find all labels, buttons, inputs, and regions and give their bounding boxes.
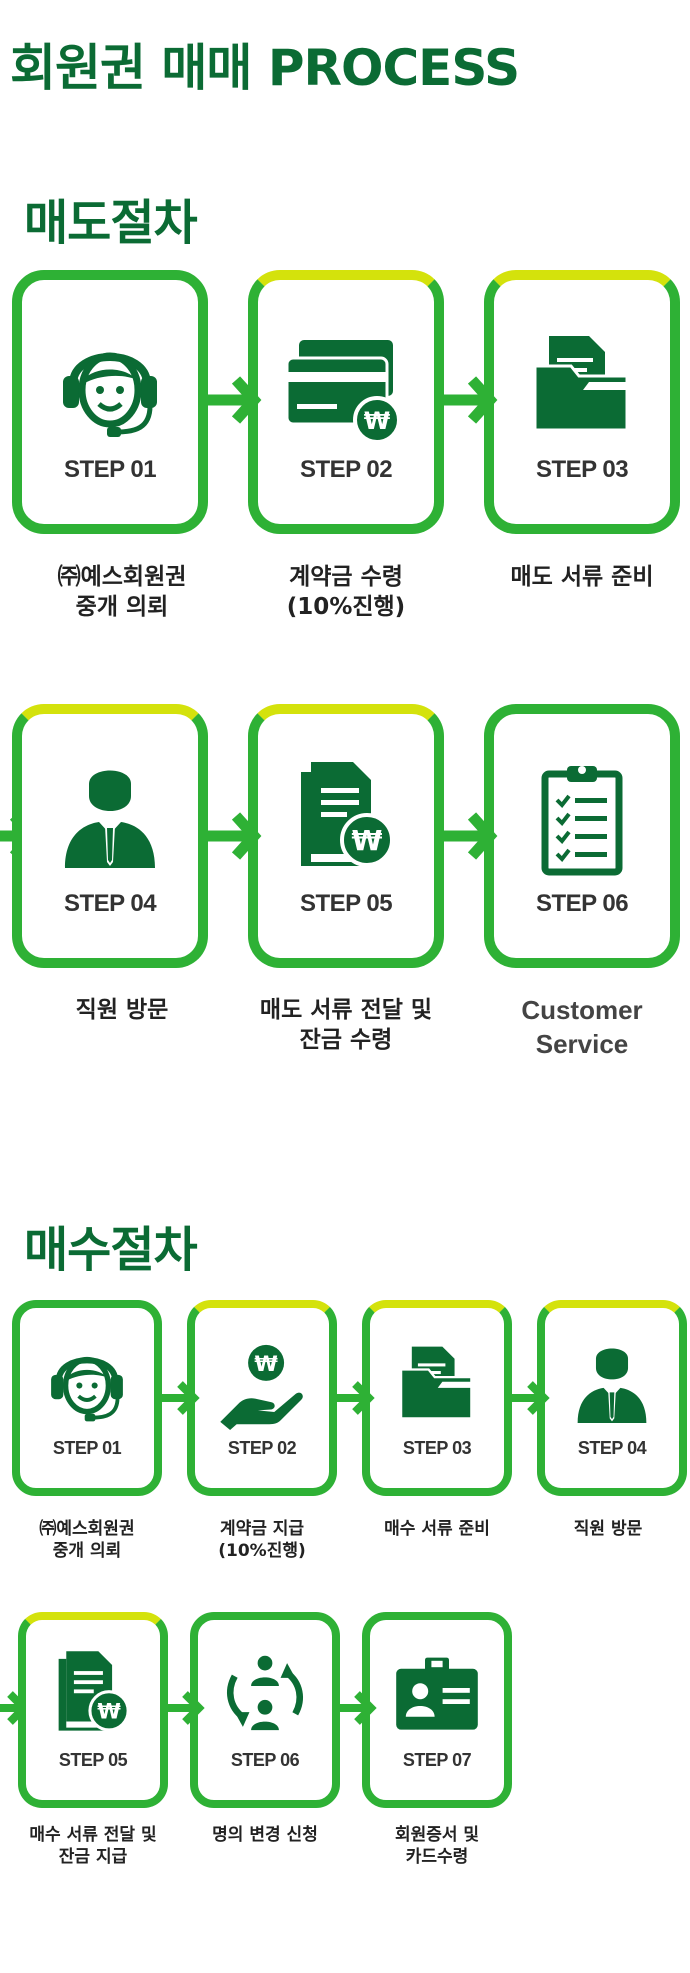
arrow-right-icon (444, 376, 498, 424)
svg-text:₩: ₩ (352, 824, 383, 857)
caption-line: 매도 서류 준비 (510, 564, 654, 590)
headset-agent-icon (63, 352, 157, 437)
sell-step-01-card: STEP 01 (12, 270, 208, 534)
step-label: STEP 02 (227, 1438, 297, 1458)
folder-documents-icon (399, 1346, 473, 1420)
sell-step-02-card: ₩ STEP 02 (248, 270, 444, 534)
step-caption: 회원증서 및 카드수령 (352, 1824, 522, 1868)
caption-line: 매수 서류 준비 (384, 1519, 490, 1539)
step-caption: Customer Service (472, 994, 690, 1062)
step-label: STEP 05 (58, 1750, 128, 1770)
buy-step-01-card: STEP 01 (12, 1300, 162, 1496)
caption-line: 직원 방문 (573, 1519, 643, 1539)
caption-line: Customer (521, 995, 643, 1025)
caption-line: 계약금 수령 (289, 564, 403, 590)
caption-line: 회원증서 및 (394, 1825, 480, 1845)
caption-line: 매수 서류 전달 및 (29, 1825, 157, 1845)
step-caption: 직원 방문 (527, 1518, 689, 1540)
buy-step-05-card: ₩ STEP 05 (18, 1612, 168, 1808)
page-title: 회원권 매매 PROCESS (10, 39, 520, 97)
clipboard-checklist-icon (541, 766, 623, 876)
svg-text:₩: ₩ (364, 407, 391, 435)
step-label: STEP 05 (299, 890, 393, 917)
step-caption: 매도 서류 전달 및 잔금 수령 (236, 996, 456, 1056)
caption-line: 명의 변경 신청 (212, 1825, 318, 1845)
staff-person-icon (577, 1348, 647, 1423)
caption-line: 계약금 지급 (219, 1519, 305, 1539)
sell-step-03-card: STEP 03 (484, 270, 680, 534)
caption-line: ㈜예스회원권 (57, 564, 187, 590)
people-exchange-icon (227, 1655, 303, 1731)
sell-step-04-card: STEP 04 (12, 704, 208, 968)
arrow-right-icon (510, 1381, 550, 1415)
step-label: STEP 06 (535, 890, 629, 917)
caption-line: 중개 의뢰 (75, 593, 169, 620)
buy-step-06-card: STEP 06 (190, 1612, 340, 1808)
buy-section-title: 매수절차 (24, 1222, 198, 1278)
step-caption: 매수 서류 준비 (352, 1518, 522, 1540)
caption-line: 잔금 지급 (58, 1847, 128, 1868)
step-caption: ㈜예스회원권 중개 의뢰 (12, 563, 232, 623)
step-label: STEP 07 (402, 1750, 472, 1770)
step-caption: 명의 변경 신청 (180, 1824, 350, 1846)
svg-text:₩: ₩ (97, 1699, 121, 1724)
hand-coin-won-icon: ₩ (220, 1344, 303, 1430)
buy-step-03-card: STEP 03 (362, 1300, 512, 1496)
caption-line: 직원 방문 (75, 997, 169, 1023)
buy-step-07-card: STEP 07 (362, 1612, 512, 1808)
step-label: STEP 04 (63, 890, 157, 917)
step-caption: 계약금 지급 (10%진행) (177, 1518, 347, 1562)
caption-line: (10%진행) (286, 593, 406, 620)
caption-line: ㈜예스회원권 (39, 1519, 135, 1539)
caption-line: (10%진행) (218, 1541, 306, 1562)
step-caption: 매도 서류 준비 (472, 563, 690, 593)
arrow-right-icon (337, 1691, 377, 1725)
step-caption: ㈜예스회원권 중개 의뢰 (2, 1518, 172, 1562)
arrow-right-icon (335, 1381, 375, 1415)
arrow-right-icon (160, 1381, 200, 1415)
step-caption: 매수 서류 전달 및 잔금 지급 (8, 1824, 178, 1868)
sell-step-05-card: ₩ STEP 05 (248, 704, 444, 968)
arrow-right-icon (208, 376, 262, 424)
sell-section-title: 매도절차 (24, 195, 198, 251)
caption-line: Service (535, 1028, 629, 1059)
step-label: STEP 02 (299, 456, 393, 483)
arrow-right-icon (444, 812, 498, 860)
step-caption: 직원 방문 (12, 996, 232, 1026)
svg-text:₩: ₩ (254, 1352, 278, 1377)
step-label: STEP 04 (577, 1438, 647, 1458)
step-label: STEP 01 (52, 1438, 122, 1458)
caption-line: 카드수령 (405, 1847, 469, 1868)
step-label: STEP 03 (402, 1438, 472, 1458)
step-label: STEP 06 (230, 1750, 300, 1770)
sell-step-06-card: STEP 06 (484, 704, 680, 968)
step-label: STEP 03 (535, 456, 629, 483)
document-won-icon: ₩ (58, 1651, 130, 1732)
step-label: STEP 01 (63, 456, 157, 483)
buy-step-04-card: STEP 04 (537, 1300, 687, 1496)
headset-agent-icon (51, 1356, 123, 1422)
step-caption: 계약금 수령 (10%진행) (236, 563, 456, 623)
arrow-right-icon (208, 812, 262, 860)
arrow-right-icon (165, 1691, 205, 1725)
folder-documents-icon (533, 336, 629, 432)
staff-person-icon (65, 770, 155, 868)
caption-line: 잔금 수령 (299, 1026, 393, 1053)
credit-card-won-icon: ₩ (285, 340, 401, 444)
id-card-icon (396, 1657, 478, 1730)
caption-line: 매도 서류 전달 및 (259, 997, 433, 1023)
document-won-icon: ₩ (301, 762, 394, 867)
buy-step-02-card: ₩ STEP 02 (187, 1300, 337, 1496)
caption-line: 중개 의뢰 (52, 1541, 122, 1562)
